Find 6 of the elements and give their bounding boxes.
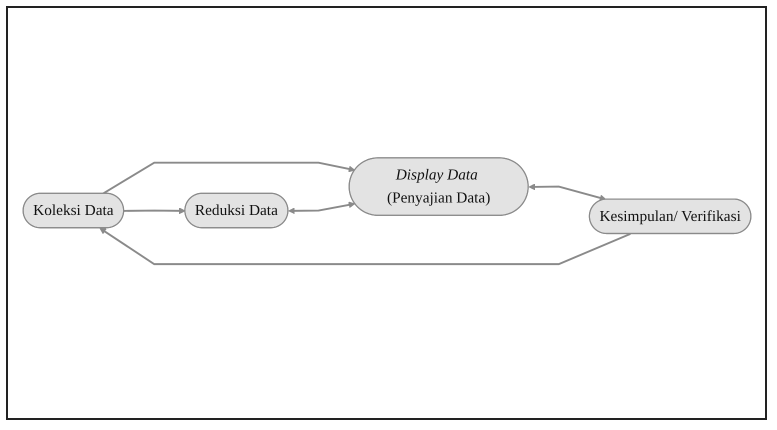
arrow [98,227,630,265]
arrow [288,201,355,214]
arrow [123,206,186,214]
arrow [528,183,606,201]
arrow [102,161,355,194]
diagram-frame: Koleksi Data Display Data (Penyajian Data) Reduksi Data Kesimpulan/ Verifikasi [6,6,767,420]
